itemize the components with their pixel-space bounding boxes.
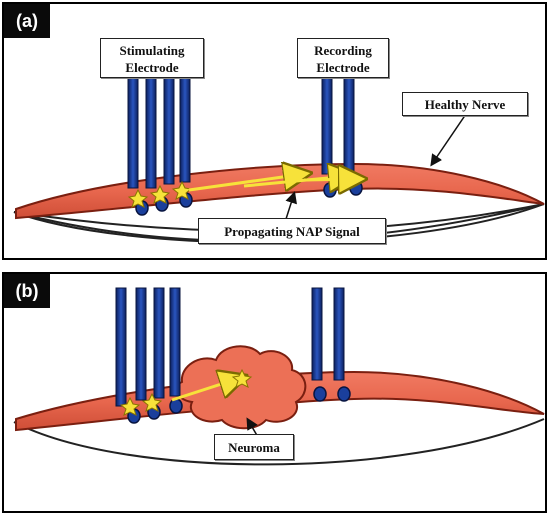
healthy-nerve-pointer xyxy=(430,113,467,167)
neuroma-label: Neuroma xyxy=(214,434,294,460)
panel-a-tag: (a) xyxy=(4,4,50,38)
recording-contacts-b xyxy=(313,386,351,402)
stimulating-electrode-label: Stimulating Electrode xyxy=(100,38,204,78)
neuroma-mass xyxy=(175,345,307,430)
panel-b-illustration xyxy=(13,287,545,466)
stimulating-electrode-b xyxy=(115,287,181,407)
stimulation-sparks-b xyxy=(119,392,163,416)
propagating-nap-signal-label: Propagating NAP Signal xyxy=(198,218,386,244)
panel-a-illustration xyxy=(13,65,545,244)
panel-b: (b) xyxy=(2,272,547,513)
panel-b-tag: (b) xyxy=(4,274,50,308)
blocked-signal-arrow xyxy=(171,378,240,402)
recording-electrode xyxy=(321,65,355,175)
healthy-nerve-body xyxy=(15,162,545,220)
recording-electrode-b xyxy=(311,287,345,381)
stimulation-sparks xyxy=(127,180,193,208)
stimulating-electrode xyxy=(127,65,191,189)
nap-signal-arrows xyxy=(188,174,359,190)
recording-electrode-label: Recording Electrode xyxy=(297,38,389,78)
signal-burst xyxy=(231,368,253,388)
panel-a: (a) xyxy=(2,2,547,260)
healthy-nerve-label: Healthy Nerve xyxy=(402,92,528,116)
propagating-pointer xyxy=(285,191,297,220)
